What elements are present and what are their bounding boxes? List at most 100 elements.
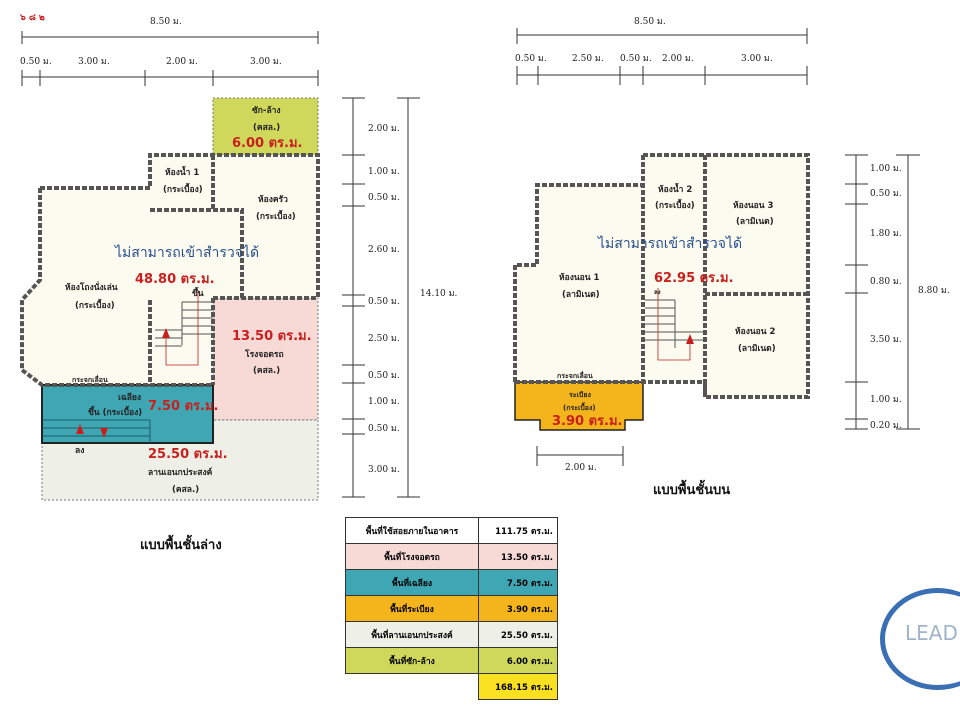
dim-width: 3.00 ม. bbox=[250, 57, 282, 67]
bed1-name: ห้องนอน 1 bbox=[559, 272, 600, 283]
bed3-material: (ลามิเนต) bbox=[736, 216, 774, 227]
upper-floor-plan: 8.50 ม. 0.50 ม. 2.50 ม. 0.50 ม. 2.00 ม. … bbox=[513, 17, 950, 498]
stair-down-label: ลง bbox=[654, 289, 661, 296]
dim-width: 3.00 ม. bbox=[741, 54, 773, 64]
dim-height: 3.50 ม. bbox=[870, 335, 902, 345]
row-value: 3.90 ตร.ม. bbox=[478, 595, 558, 622]
bathroom2-name: ห้องน้ำ 2 bbox=[658, 182, 692, 195]
dim-height: 2.50 ม. bbox=[368, 334, 400, 344]
interior-zone bbox=[22, 155, 242, 385]
bed3-name: ห้องนอน 3 bbox=[733, 200, 774, 211]
row-value: 7.50 ตร.ม. bbox=[478, 569, 558, 596]
yard-name: ลานเอนกประสงค์ bbox=[148, 467, 213, 478]
dim-height: 0.80 ม. bbox=[870, 277, 902, 287]
garage-material: (คสล.) bbox=[253, 366, 280, 376]
arrow-up-icon bbox=[76, 424, 84, 434]
living-area: 48.80 ตร.ม. bbox=[135, 272, 215, 287]
laundry-zone bbox=[212, 97, 319, 156]
dim-width: 2.00 ม. bbox=[166, 57, 198, 67]
staircase bbox=[645, 299, 705, 348]
dim-height: 1.00 ม. bbox=[368, 397, 400, 407]
dim-height: 0.50 ม. bbox=[368, 193, 400, 203]
dim-width: 3.00 ม. bbox=[78, 57, 110, 67]
table-row: พื้นที่ลานเอนกประสงค์25.50 ตร.ม. bbox=[345, 621, 558, 648]
row-label: พื้นที่ใช้สอยภายในอาคาร bbox=[345, 517, 479, 544]
dim-height: 0.50 ม. bbox=[368, 371, 400, 381]
sliding-glass-label: กระจกเลื่อน bbox=[72, 374, 108, 384]
laundry-area: 6.00 ตร.ม. bbox=[232, 136, 302, 151]
garage-name: โรงจอดรถ bbox=[244, 349, 284, 360]
row-value: 13.50 ตร.ม. bbox=[478, 543, 558, 570]
dim-total-width: 8.50 ม. bbox=[634, 17, 666, 27]
yard-area: 25.50 ตร.ม. bbox=[148, 447, 228, 462]
porch-zone bbox=[41, 384, 214, 444]
dim-total-width: 8.50 ม. bbox=[150, 17, 182, 27]
balcony-name: ระเบียง bbox=[569, 391, 591, 399]
no-access-note: ไม่สามารถเข้าสำรวจได้ bbox=[114, 244, 259, 261]
yard-material: (คสล.) bbox=[172, 485, 199, 495]
row-value: 111.75 ตร.ม. bbox=[478, 517, 558, 544]
dim-height: 0.50 ม. bbox=[870, 189, 902, 199]
laundry-name: ซัก-ล้าง bbox=[252, 105, 281, 116]
porch-name: เฉลียง bbox=[118, 392, 141, 403]
row-label: พื้นที่เฉลียง bbox=[345, 569, 479, 596]
document-reference-code: ๖ ๘ ๒ bbox=[20, 13, 45, 23]
dim-height: 1.00 ม. bbox=[870, 164, 902, 174]
dim-width: 0.50 ม. bbox=[515, 54, 547, 64]
laundry-material: (คสล.) bbox=[253, 123, 280, 133]
upper-area: 62.95 ตร.ม. bbox=[654, 271, 734, 286]
kitchen-material: (กระเบื้อง) bbox=[256, 209, 296, 222]
stair-up-label: ขึ้น bbox=[192, 286, 204, 299]
garage-area: 13.50 ตร.ม. bbox=[232, 329, 312, 344]
dim-width: 2.50 ม. bbox=[572, 54, 604, 64]
sliding-glass-label: กระจกเลื่อน bbox=[557, 370, 593, 380]
upper-floor-title: แบบพื้นชั้นบน bbox=[653, 479, 730, 498]
balcony-area: 3.90 ตร.ม. bbox=[552, 414, 622, 429]
total-value: 168.15 ตร.ม. bbox=[478, 673, 558, 700]
bed1-material: (ลามิเนต) bbox=[562, 289, 600, 300]
row-label: พื้นที่ลานเอนกประสงค์ bbox=[345, 621, 479, 648]
porch-area: 7.50 ตร.ม. bbox=[148, 399, 218, 414]
bathroom-material: (กระเบื้อง) bbox=[163, 182, 203, 195]
dim-width: 0.50 ม. bbox=[620, 54, 652, 64]
dim-height: 0.20 ม. bbox=[870, 421, 902, 431]
dim-height: 2.60 ม. bbox=[368, 245, 400, 255]
logo-text: LEAD bbox=[905, 621, 958, 645]
lower-floor-title: แบบพื้นชั้นล่าง bbox=[140, 534, 222, 553]
living-material: (กระเบื้อง) bbox=[75, 298, 115, 311]
dim-total-height: 8.80 ม. bbox=[918, 286, 950, 296]
dim-height: 2.00 ม. bbox=[368, 124, 400, 134]
dim-width: 0.50 ม. bbox=[20, 57, 52, 67]
bathroom-name: ห้องน้ำ 1 bbox=[165, 165, 199, 178]
table-total-row: 168.15 ตร.ม. bbox=[346, 673, 558, 700]
row-label: พื้นที่ซัก-ล้าง bbox=[345, 647, 479, 674]
dim-width: 2.00 ม. bbox=[662, 54, 694, 64]
dim-height: 1.00 ม. bbox=[870, 395, 902, 405]
bed2-name: ห้องนอน 2 bbox=[735, 326, 776, 337]
dim-total-height: 14.10 ม. bbox=[420, 289, 458, 299]
dim-height: 3.00 ม. bbox=[368, 465, 400, 475]
arrow-up-icon bbox=[686, 334, 694, 344]
arrow-down-icon bbox=[100, 428, 108, 438]
row-label: พื้นที่โรงจอดรถ bbox=[345, 543, 479, 570]
bed2-material: (ลามิเนต) bbox=[738, 343, 776, 354]
dim-balcony: 2.00 ม. bbox=[565, 463, 597, 473]
arrow-up-icon bbox=[162, 328, 170, 338]
garage-zone bbox=[212, 297, 319, 421]
dim-height: 0.50 ม. bbox=[368, 297, 400, 307]
lower-floor-plan: 8.50 ม. 0.50 ม. 3.00 ม. 2.00 ม. 3.00 ม. bbox=[20, 17, 458, 553]
dim-height: 1.80 ม. bbox=[870, 229, 902, 239]
company-logo-seal: LEAD bbox=[880, 588, 960, 690]
dim-height: 1.00 ม. bbox=[368, 167, 400, 177]
porch-material: ขึ้น (กระเบื้อง) bbox=[88, 405, 142, 418]
row-label: พื้นที่ระเบียง bbox=[345, 595, 479, 622]
balcony-material: (กระเบื้อง) bbox=[563, 401, 596, 412]
dim-height: 0.50 ม. bbox=[368, 424, 400, 434]
